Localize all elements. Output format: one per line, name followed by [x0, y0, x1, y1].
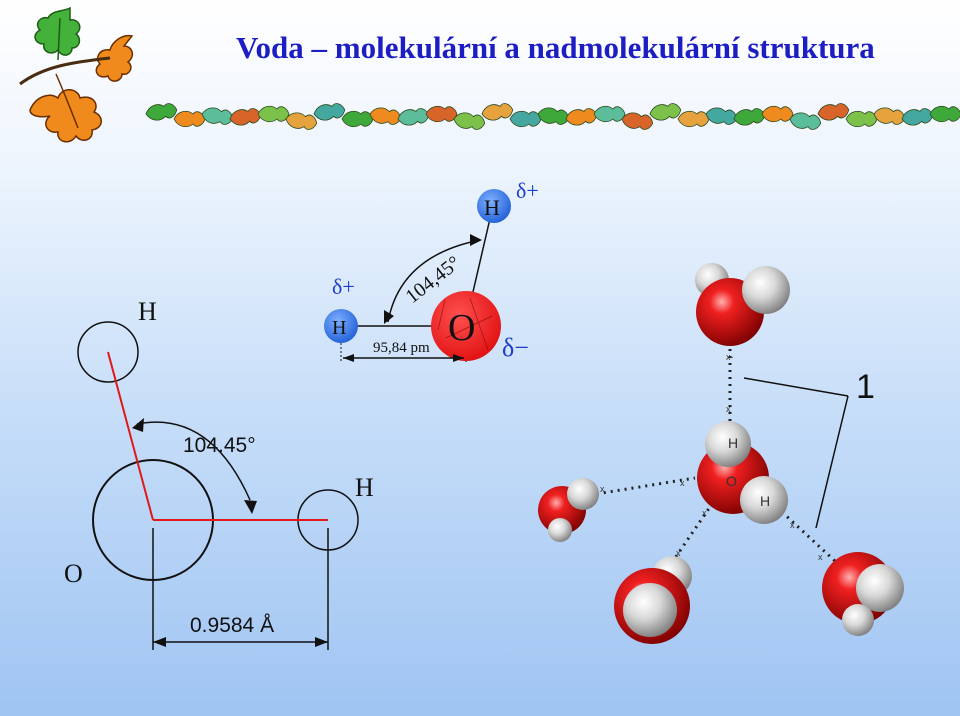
callout-number: 1	[856, 368, 875, 406]
angle-arc	[387, 239, 481, 323]
hydrogen-left-atom	[324, 309, 358, 343]
water-molecule-top	[695, 263, 790, 346]
bond-line-top	[107, 351, 154, 521]
right-water-cluster: x-x x x x x x x 1 H O H	[538, 263, 904, 644]
bond-length-label: 0.9584 Å	[190, 614, 274, 637]
svg-text:x: x	[790, 520, 795, 530]
label-h-top: H	[484, 195, 500, 220]
center-water-diagram: H H O δ+ δ+ δ− 104,45° 95,84 pm	[324, 178, 539, 362]
left-water-diagram: H H O 104.45° 0.9584 Å	[64, 297, 374, 650]
hydrogen-top-circle	[77, 321, 139, 383]
angle-label: 104.45°	[183, 434, 256, 457]
label-o: O	[726, 473, 737, 489]
water-molecule-center: H O H	[697, 421, 788, 524]
angle-arc	[136, 421, 251, 501]
svg-text:x: x	[726, 404, 731, 414]
bond-length-label: 95,84 pm	[373, 340, 430, 356]
charge-h-left: δ+	[332, 274, 355, 299]
svg-text:x-: x-	[726, 352, 734, 362]
water-molecule-left	[538, 478, 599, 542]
svg-text:x: x	[680, 478, 685, 488]
oxygen-atom	[431, 291, 501, 361]
oak-leaves-icon	[19, 6, 134, 143]
water-molecule-bottom-right	[822, 552, 904, 636]
label-o: O	[64, 559, 83, 588]
label-h1: H	[728, 435, 738, 451]
water-molecule-bottom-left	[614, 556, 692, 644]
charge-h-top: δ+	[516, 178, 539, 203]
leaf-border-icon	[145, 103, 960, 130]
label-h-top: H	[138, 297, 157, 326]
svg-text:x: x	[600, 484, 605, 494]
svg-text:x: x	[818, 552, 823, 562]
label-o: O	[448, 307, 475, 349]
svg-text:x: x	[702, 508, 707, 518]
label-h-right: H	[355, 473, 374, 502]
hydrogen-top-atom	[477, 189, 511, 223]
label-h2: H	[760, 493, 770, 509]
charge-o: δ−	[502, 333, 529, 362]
svg-text:x: x	[676, 548, 681, 558]
label-h-left: H	[332, 317, 346, 339]
slide-title: Voda – molekulární a nadmolekulární stru…	[236, 30, 875, 65]
